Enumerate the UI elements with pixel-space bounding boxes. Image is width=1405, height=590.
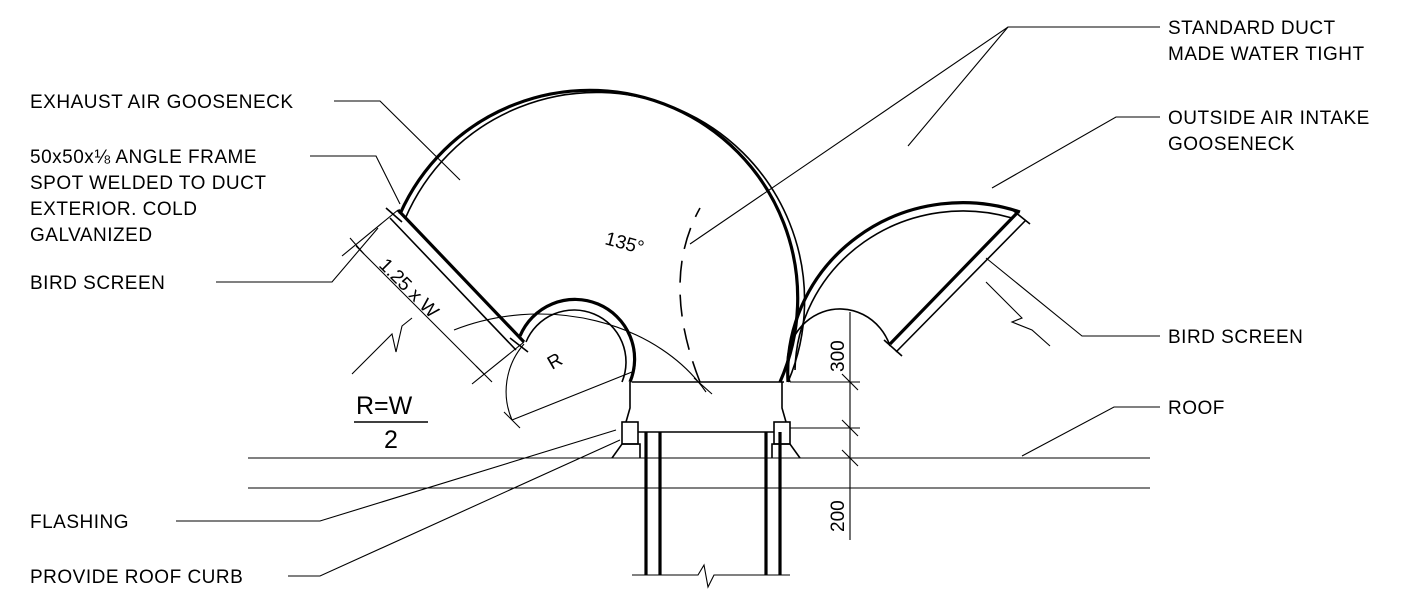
label-angle-frame-line-1: 50x50x⅛ ANGLE FRAME <box>30 147 257 168</box>
label-bird-screen-right: BIRD SCREEN <box>1168 327 1303 348</box>
duct-below-roof <box>632 432 790 589</box>
label-standard-duct-line-1: STANDARD DUCT <box>1168 18 1336 39</box>
radius-label: R <box>544 349 566 374</box>
label-outside-air-line-2: GOOSENECK <box>1168 134 1295 155</box>
height-top-label: 300 <box>828 340 849 372</box>
label-standard-duct-line-2: MADE WATER TIGHT <box>1168 44 1365 65</box>
label-outside-air-line-1: OUTSIDE AIR INTAKE <box>1168 108 1370 129</box>
label-flashing: FLASHING <box>30 512 129 533</box>
callout-labels: EXHAUST AIR GOOSENECK 50x50x⅛ ANGLE FRAM… <box>30 18 1370 588</box>
right-break-marker <box>985 281 1051 347</box>
angle-label: 135° <box>603 229 646 259</box>
radius-dimension: R <box>503 343 633 429</box>
label-exhaust-air-gooseneck: EXHAUST AIR GOOSENECK <box>30 92 294 113</box>
length-dimension: 1.25 x W <box>341 209 525 385</box>
height-bottom-label: 200 <box>828 500 849 532</box>
label-provide-roof-curb: PROVIDE ROOF CURB <box>30 567 243 588</box>
formula-denominator: 2 <box>384 426 398 454</box>
length-label: 1.25 x W <box>374 255 442 323</box>
radius-formula: R=W 2 <box>354 392 428 454</box>
label-bird-screen-left: BIRD SCREEN <box>30 273 165 294</box>
roof-lines <box>248 457 1150 489</box>
intake-gooseneck <box>786 201 1031 383</box>
roof-curb <box>611 381 801 459</box>
formula-numerator: R=W <box>356 392 413 420</box>
label-angle-frame-line-2: SPOT WELDED TO DUCT <box>30 173 266 194</box>
label-roof: ROOF <box>1168 398 1225 419</box>
label-angle-frame-line-3: EXTERIOR. COLD <box>30 199 197 220</box>
leader-lines <box>176 26 1160 577</box>
height-dimensions: 300 200 <box>790 312 860 540</box>
label-angle-frame-line-4: GALVANIZED <box>30 225 153 246</box>
